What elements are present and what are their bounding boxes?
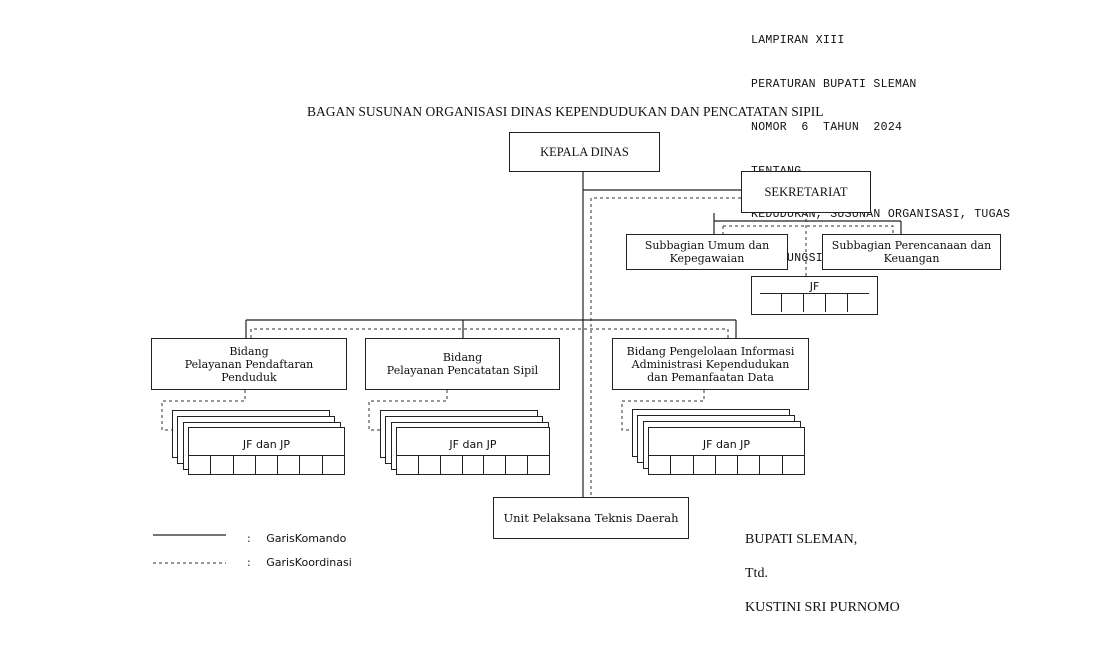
node-subbagian-umum: Subbagian Umum dan Kepegawaian <box>626 234 788 270</box>
node-label-line: Bidang Pengelolaan Informasi <box>626 344 795 358</box>
node-label: KEPALA DINAS <box>540 144 629 159</box>
node-label-line: Bidang <box>442 351 483 364</box>
node-bidang-pelayanan-pendaftaran: Bidang Pelayanan Pendaftaran Penduduk <box>151 338 347 390</box>
node-label-line: Keuangan <box>883 252 940 265</box>
node-label-line: Subbagian Umum dan <box>644 239 770 252</box>
node-label: JF dan JP <box>702 438 751 451</box>
node-label-line: Subbagian Perencanaan dan <box>831 239 992 252</box>
node-label: JF dan JP <box>242 438 291 451</box>
node-jf-jp-bidang-2: JF dan JP <box>396 427 550 475</box>
node-label-line: Bidang <box>229 344 269 358</box>
node-bidang-pelayanan-pencatatan: Bidang Pelayanan Pencatatan Sipil <box>365 338 560 390</box>
chart-title: BAGAN SUSUNAN ORGANISASI DINAS KEPENDUDU… <box>307 104 824 119</box>
legend-komando: : GarisKomando <box>247 532 346 545</box>
node-uptd: Unit Pelaksana Teknis Daerah <box>493 497 689 539</box>
node-label: Unit Pelaksana Teknis Daerah <box>503 510 679 525</box>
header-line: PERATURAN BUPATI SLEMAN <box>751 77 917 91</box>
signature-ttd: Ttd. <box>745 566 768 581</box>
node-label-line: dan Pemanfaatan Data <box>647 370 774 384</box>
legend-separator: : <box>247 532 251 545</box>
node-jf-jp-bidang-3: JF dan JP <box>648 427 805 475</box>
node-label-line: Kepegawaian <box>669 252 745 265</box>
node-label-line: Pelayanan Pendaftaran <box>184 357 314 371</box>
node-label-line: Administrasi Kependudukan <box>631 357 790 371</box>
signature-office: BUPATI SLEMAN, <box>745 532 858 547</box>
node-jf-sekretariat: JF <box>751 276 878 315</box>
node-bidang-pengelolaan-informasi: Bidang Pengelolaan Informasi Administras… <box>612 338 809 390</box>
node-label-line: Pelayanan Pencatatan Sipil <box>386 364 539 377</box>
node-label-line: Penduduk <box>221 370 277 384</box>
node-kepala-dinas: KEPALA DINAS <box>509 132 660 172</box>
legend-komando-label: GarisKomando <box>266 532 347 545</box>
header-line: LAMPIRAN XIII <box>751 34 845 47</box>
node-subbagian-perencanaan: Subbagian Perencanaan dan Keuangan <box>822 234 1001 270</box>
jf-cells <box>760 293 869 312</box>
signature-name: KUSTINI SRI PURNOMO <box>745 600 900 615</box>
node-label: JF dan JP <box>449 438 497 451</box>
node-label: SEKRETARIAT <box>764 184 848 199</box>
header-line: NOMOR 6 TAHUN 2024 <box>751 121 903 134</box>
node-sekretariat: SEKRETARIAT <box>741 171 871 213</box>
node-jf-jp-bidang-1: JF dan JP <box>188 427 345 475</box>
legend-separator: : <box>247 556 251 569</box>
node-label: JF <box>809 280 820 293</box>
legend-koordinasi: : GarisKoordinasi <box>247 556 352 569</box>
legend-koordinasi-label: GarisKoordinasi <box>266 556 352 569</box>
